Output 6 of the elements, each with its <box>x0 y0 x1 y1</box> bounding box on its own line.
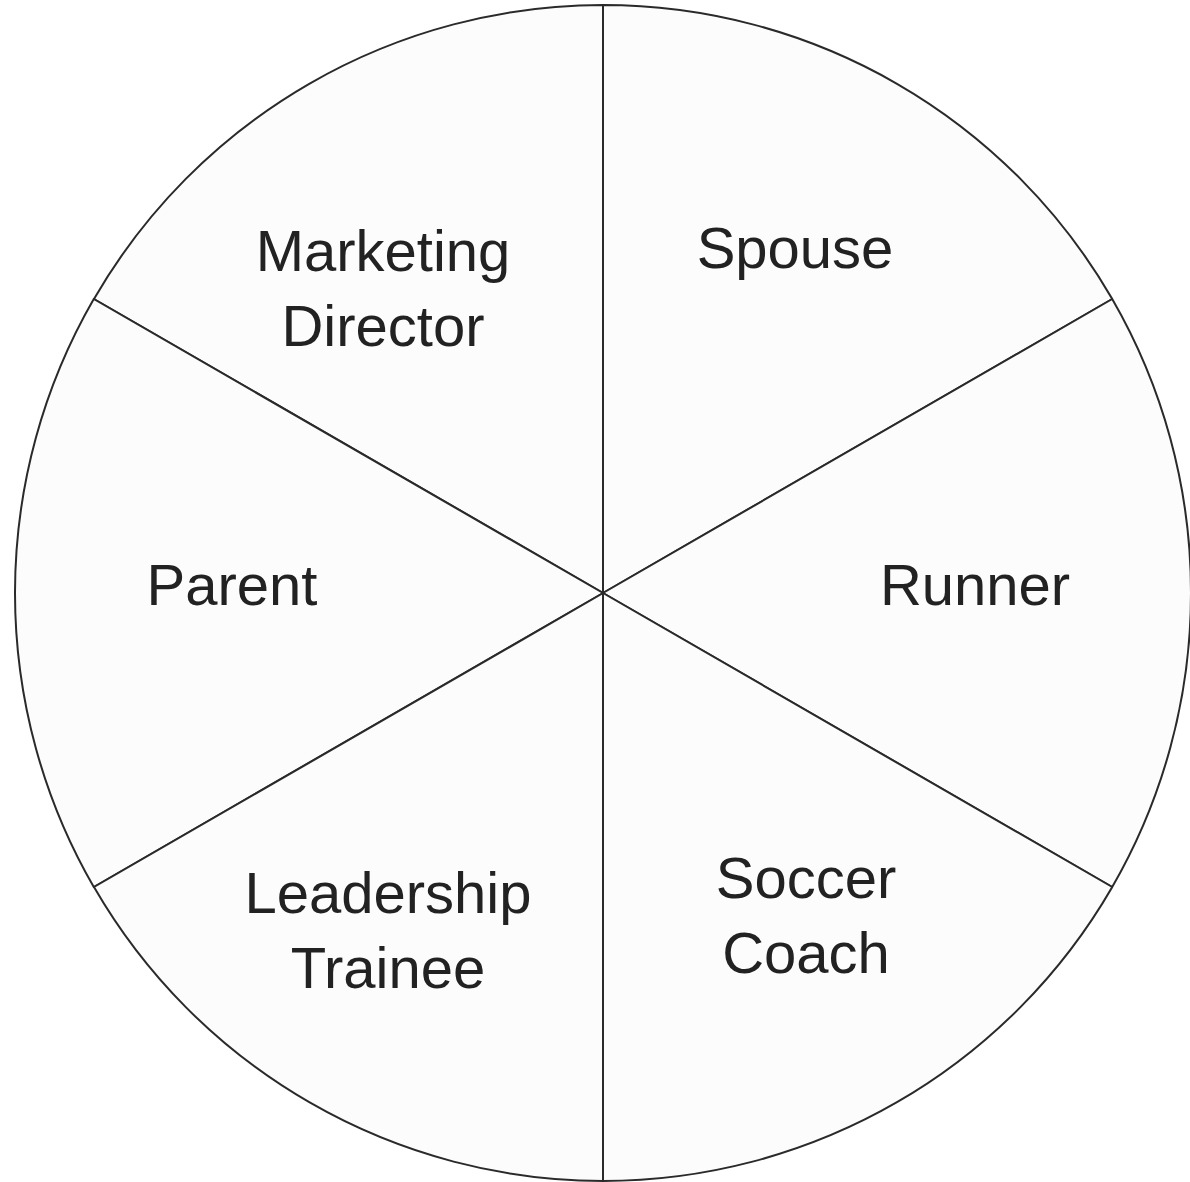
slice-label: Spouse <box>696 214 894 283</box>
slice-label: Soccer Coach <box>715 843 897 987</box>
slice-label: Parent <box>146 551 318 620</box>
slice-label: Leadership Trainee <box>244 858 532 1002</box>
slice-label: Runner <box>879 551 1071 620</box>
slice-label: Marketing Director <box>255 216 511 360</box>
